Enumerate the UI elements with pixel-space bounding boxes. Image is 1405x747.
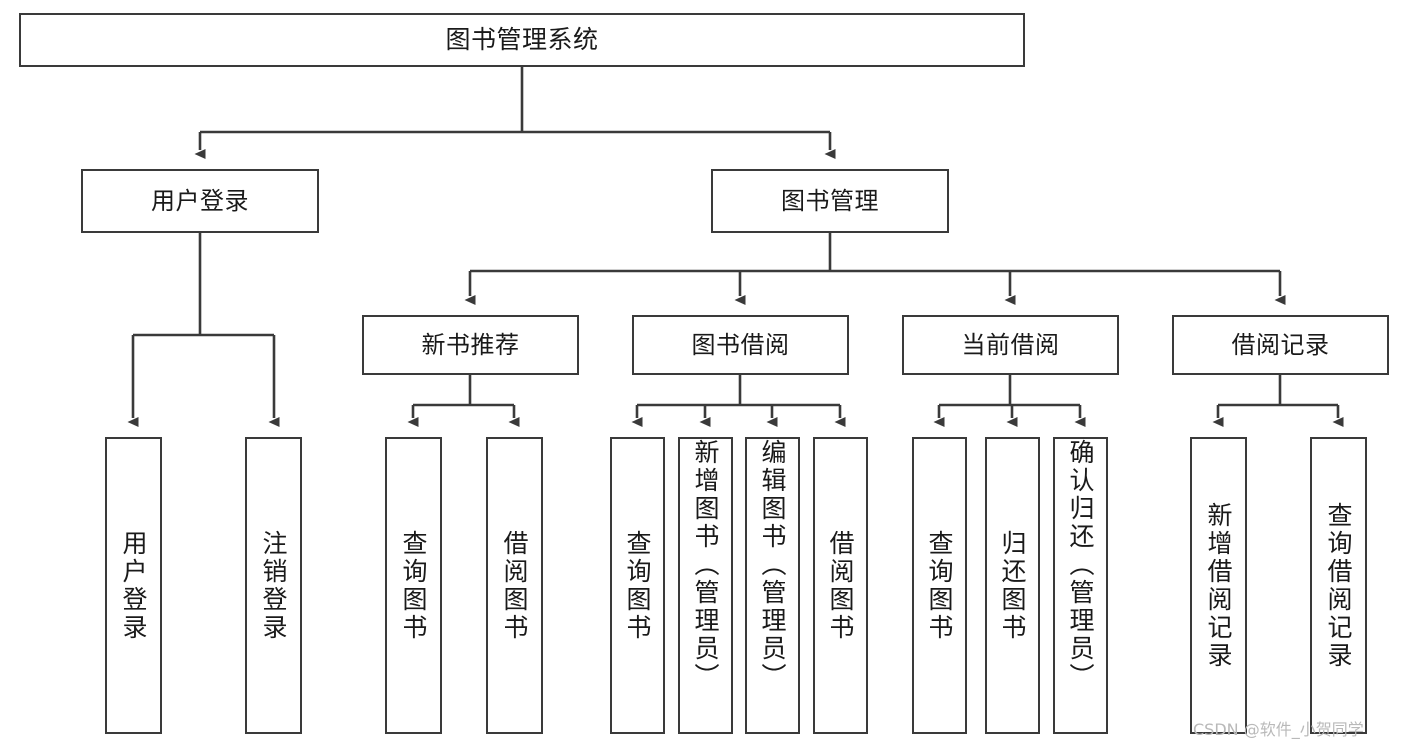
leaf-user-login[interactable]: 用户登录: [105, 437, 162, 734]
node-label: 图书借阅: [691, 330, 790, 359]
node-label: 编辑图书（管理员）: [758, 439, 787, 691]
node-borrowing-record[interactable]: 借阅记录: [1172, 315, 1389, 375]
leaf-borrow-books-borrowing[interactable]: 借阅图书: [813, 437, 868, 734]
node-label: 新书推荐: [421, 330, 520, 359]
node-label: 当前借阅: [961, 330, 1060, 359]
leaf-add-borrow-record[interactable]: 新增借阅记录: [1190, 437, 1247, 734]
leaf-return-books[interactable]: 归还图书: [985, 437, 1040, 734]
node-book-borrowing[interactable]: 图书借阅: [632, 315, 849, 375]
node-label: 借阅图书: [500, 529, 529, 642]
node-label: 查询图书: [925, 529, 954, 642]
node-label: 用户登录: [119, 529, 148, 642]
node-label: 图书管理系统: [445, 25, 599, 54]
leaf-borrow-books-recommendation[interactable]: 借阅图书: [486, 437, 543, 734]
node-label: 借阅记录: [1231, 330, 1330, 359]
node-book-management[interactable]: 图书管理: [711, 169, 949, 233]
node-label: 用户登录: [151, 186, 249, 215]
node-user-login[interactable]: 用户登录: [81, 169, 319, 233]
leaf-query-borrow-record[interactable]: 查询借阅记录: [1310, 437, 1367, 734]
csdn-watermark: CSDN @软件_小贺同学: [1193, 720, 1364, 739]
node-label: 借阅图书: [826, 529, 855, 642]
leaf-query-books-current[interactable]: 查询图书: [912, 437, 967, 734]
leaf-confirm-return-admin[interactable]: 确认归还（管理员）: [1053, 437, 1108, 734]
node-new-book-recommendation[interactable]: 新书推荐: [362, 315, 579, 375]
node-current-borrowing[interactable]: 当前借阅: [902, 315, 1119, 375]
leaf-edit-book-admin[interactable]: 编辑图书（管理员）: [745, 437, 800, 734]
node-label: 查询借阅记录: [1324, 501, 1353, 670]
node-label: 注销登录: [259, 529, 288, 642]
leaf-add-book-admin[interactable]: 新增图书（管理员）: [678, 437, 733, 734]
node-label: 新增图书（管理员）: [691, 439, 720, 691]
leaf-query-books-recommendation[interactable]: 查询图书: [385, 437, 442, 734]
leaf-logout[interactable]: 注销登录: [245, 437, 302, 734]
node-label: 归还图书: [998, 529, 1027, 642]
node-root-book-management-system[interactable]: 图书管理系统: [19, 13, 1025, 67]
node-label: 图书管理: [781, 186, 879, 215]
node-label: 查询图书: [399, 529, 428, 642]
node-label: 新增借阅记录: [1204, 501, 1233, 670]
node-label: 查询图书: [623, 529, 652, 642]
node-label: 确认归还（管理员）: [1066, 439, 1095, 691]
leaf-query-books-borrowing[interactable]: 查询图书: [610, 437, 665, 734]
